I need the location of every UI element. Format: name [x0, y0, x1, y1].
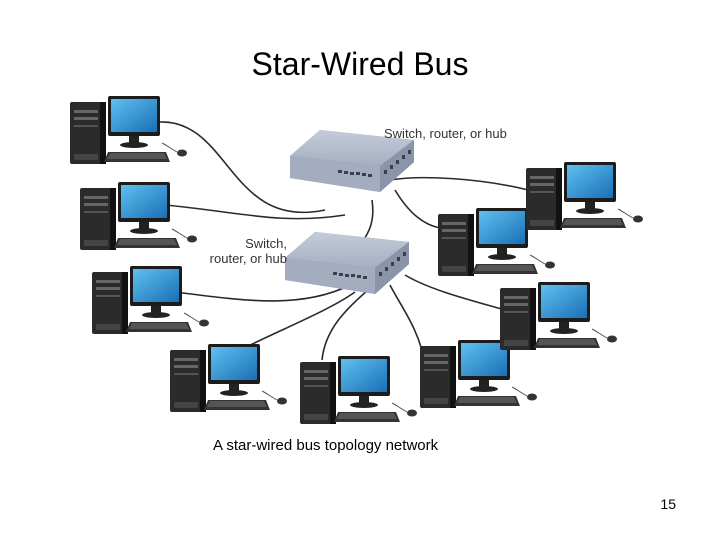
page-number: 15: [660, 496, 676, 512]
computer-icon: [420, 340, 537, 408]
computer-icon: [300, 356, 417, 424]
top-hub-label: Switch, router, or hub: [384, 126, 507, 141]
computer-icon: [80, 182, 197, 250]
switch-icon: [285, 232, 409, 294]
lower-hub-label-line2: router, or hub: [210, 251, 287, 266]
computer-icon: [92, 266, 209, 334]
computer-icon: [70, 96, 187, 164]
computer-icon: [170, 344, 287, 412]
figure-caption: A star-wired bus topology network: [213, 437, 438, 454]
computer-icon: [500, 282, 617, 350]
lower-hub-label-line1: Switch,: [245, 236, 287, 251]
computer-icon: [526, 162, 643, 230]
